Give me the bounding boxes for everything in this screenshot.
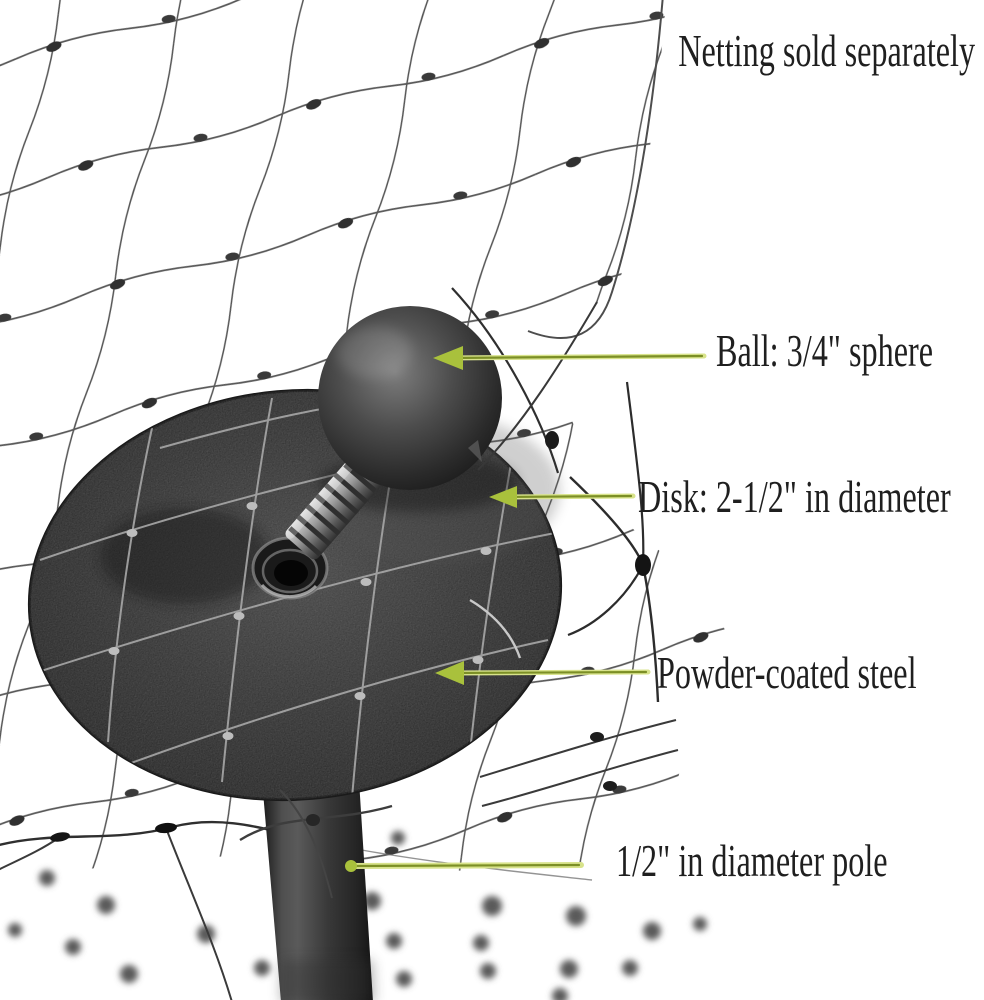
netting-note-label: Netting sold separately	[678, 25, 975, 76]
pole	[262, 780, 375, 1000]
netting-over-ball	[451, 287, 598, 474]
blurred-netting-knots	[8, 831, 707, 1000]
ball-arrow	[433, 346, 707, 370]
disk-label: Disk: 2-1/2" in diameter	[638, 471, 951, 522]
disk-dark-blotch	[100, 508, 270, 604]
netting-right-of-disk	[479, 381, 679, 807]
netting-over-pole	[239, 789, 393, 899]
ball-label: Ball: 3/4" sphere	[716, 325, 934, 376]
steel-label: Powder-coated steel	[657, 647, 917, 698]
ball	[318, 306, 502, 490]
disk-arrow	[489, 486, 636, 508]
pole-arrow	[345, 860, 584, 872]
pole-label: 1/2" in diameter pole	[616, 835, 888, 886]
steel-arrow	[435, 661, 651, 685]
annotation-arrows	[345, 346, 707, 872]
